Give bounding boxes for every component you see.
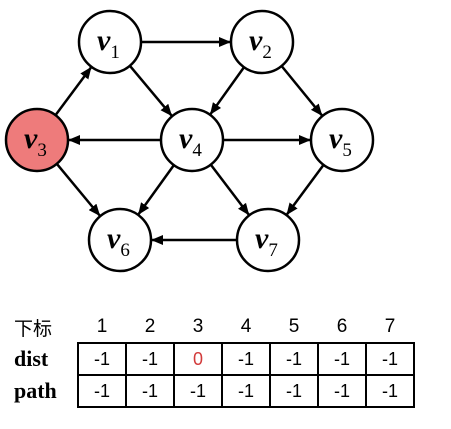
dist-cell-3: 0 — [173, 342, 223, 376]
table-header-row: 下标 1 2 3 4 5 6 7 — [14, 312, 414, 343]
node-circle-v1 — [77, 9, 143, 75]
path-cell-3: -1 — [173, 374, 223, 408]
node-label-v5: v5 — [329, 122, 352, 161]
node-circle-v7 — [235, 207, 301, 273]
dist-row: dist -1 -1 0 -1 -1 -1 -1 — [14, 342, 415, 376]
dist-cell-2: -1 — [125, 342, 175, 376]
node-circle-v4 — [159, 107, 225, 173]
node-v4: v4 — [159, 107, 225, 173]
node-v3: v3 — [4, 107, 70, 173]
node-circle-v3 — [4, 107, 70, 173]
index-header-2: 2 — [144, 316, 156, 337]
path-cell-6: -1 — [317, 374, 367, 408]
dist-cell-7: -1 — [365, 342, 415, 376]
edge-v1-v4 — [128, 64, 173, 117]
index-header-3: 3 — [192, 316, 204, 337]
path-cell-7: -1 — [365, 374, 415, 408]
nodes-layer: v1 v2 v3 v4 v5 v6 v7 — [4, 9, 375, 273]
edges-layer — [54, 37, 325, 245]
edge-v3-v6 — [55, 163, 101, 217]
index-header-4: 4 — [240, 316, 252, 337]
path-row-label: path — [14, 378, 57, 403]
edge-v4-v7 — [209, 163, 250, 216]
edge-v2-v5 — [280, 65, 323, 117]
edge-v5-v7 — [286, 164, 325, 216]
path-cell-5: -1 — [269, 374, 319, 408]
node-label-v6: v6 — [107, 222, 130, 261]
dist-cell-1: -1 — [77, 342, 127, 376]
node-label-v4: v4 — [179, 122, 202, 161]
node-label-v1: v1 — [97, 24, 120, 63]
node-label-v2: v2 — [249, 24, 272, 63]
node-v7: v7 — [235, 207, 301, 273]
index-header-label: 下标 — [14, 319, 53, 340]
dist-row-label: dist — [14, 346, 49, 371]
index-header-6: 6 — [336, 316, 348, 337]
dist-cell-4: -1 — [221, 342, 271, 376]
index-header-5: 5 — [288, 316, 300, 337]
index-header-1: 1 — [96, 316, 108, 337]
node-label-v3: v3 — [24, 122, 47, 161]
node-v6: v6 — [87, 207, 153, 273]
path-cell-1: -1 — [77, 374, 127, 408]
path-row: path -1 -1 -1 -1 -1 -1 -1 — [14, 374, 415, 408]
node-v2: v2 — [229, 9, 295, 75]
node-label-v7: v7 — [255, 222, 278, 261]
node-circle-v5 — [309, 107, 375, 173]
node-v1: v1 — [77, 9, 143, 75]
node-circle-v6 — [87, 207, 153, 273]
node-circle-v2 — [229, 9, 295, 75]
path-cell-2: -1 — [125, 374, 175, 408]
index-header-7: 7 — [384, 316, 396, 337]
dist-path-table: 下标 1 2 3 4 5 6 7 dist -1 -1 0 -1 -1 -1 -… — [14, 312, 415, 408]
path-cell-4: -1 — [221, 374, 271, 408]
edge-v3-v1 — [54, 66, 92, 116]
edge-v2-v4 — [209, 66, 245, 115]
node-v5: v5 — [309, 107, 375, 173]
dist-cell-5: -1 — [269, 342, 319, 376]
dist-cell-6: -1 — [317, 342, 367, 376]
edge-v4-v6 — [137, 164, 175, 215]
directed-graph: v1 v2 v3 v4 v5 v6 v7 — [4, 9, 375, 273]
